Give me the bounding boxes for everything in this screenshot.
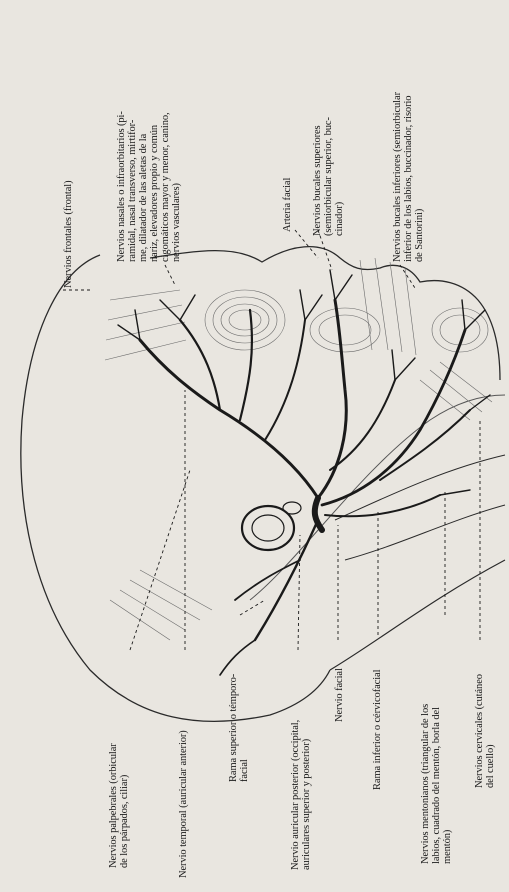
label-line: nariz, elevadores propio y común: [149, 111, 160, 262]
face-profile: [150, 247, 500, 380]
label-line: Rama superior o témporo-: [228, 674, 239, 782]
label-line: Nervios mentonianos (triangular de los: [420, 704, 431, 864]
label-line: de los párpados, ciliar): [119, 743, 130, 868]
label-line: de Santorini): [414, 92, 425, 262]
label-line: inferior de los labios, buccinador, riso…: [403, 92, 414, 262]
label-line: facial: [239, 674, 250, 782]
label-line: Nervios frontales (frontal): [63, 180, 74, 288]
facial-nerve-branches: [118, 270, 490, 675]
label-line: Nervio temporal (auricular anterior): [178, 730, 189, 878]
label-line: me, dilatador de las aletas de la: [138, 111, 149, 262]
label-rama-inferior: Rama inferior o cérvicofacial: [372, 670, 383, 790]
label-line: Nervio auricular posterior (occipital,: [290, 720, 301, 870]
label-line: cinador): [334, 117, 345, 236]
label-line: nervios vasculares): [171, 111, 182, 262]
jaw-line: [250, 395, 505, 600]
neck-line-3: [345, 505, 505, 560]
label-line: labios, cuadrado del mentón, borla del: [431, 704, 442, 864]
label-line: mentón): [442, 704, 453, 864]
label-palpebrales: Nervios palpebrales (orbicular de los pá…: [108, 743, 130, 868]
label-bucales-superiores: Nervios bucales superiores (semiorbicula…: [312, 117, 345, 236]
label-bucales-inferiores: Nervios bucales inferiores (semiorbicula…: [392, 92, 425, 262]
label-arteria-facial: Arteria facial: [282, 178, 293, 232]
label-line: Arteria facial: [282, 178, 293, 232]
label-nervios-frontales: Nervios frontales (frontal): [63, 180, 74, 288]
neck-line-1: [330, 560, 505, 670]
label-nervios-nasales: Nervios nasales o infraorbitarios (pi- r…: [116, 111, 182, 262]
label-line: Nervios bucales inferiores (semiorbicula…: [392, 92, 403, 262]
label-temporal: Nervio temporal (auricular anterior): [178, 730, 189, 878]
ear: [242, 502, 301, 550]
label-line: del cuello): [485, 674, 496, 788]
label-line: Rama inferior o cérvicofacial: [372, 670, 383, 790]
label-line: auriculares superior y posterior): [301, 720, 312, 870]
label-rama-superior: Rama superior o témporo- facial: [228, 674, 250, 782]
muscle-hatching: [105, 258, 492, 640]
label-line: Nervios nasales o infraorbitarios (pi-: [116, 111, 127, 262]
label-line: Nervios palpebrales (orbicular: [108, 743, 119, 868]
label-line: Nervio facial: [334, 668, 345, 722]
label-line: (semiorbicular superior, buc-: [323, 117, 334, 236]
label-nervio-facial: Nervio facial: [334, 668, 345, 722]
head-outline: [21, 255, 330, 721]
label-auricular-posterior: Nervio auricular posterior (occipital, a…: [290, 720, 312, 870]
label-line: ramidal, nasal transverso, mirtifor-: [127, 111, 138, 262]
label-cervicales: Nervios cervicales (cutáneo del cuello): [474, 674, 496, 788]
label-mentonianos: Nervios mentonianos (triangular de los l…: [420, 704, 453, 864]
label-line: cigomáticos mayor y menor, canino,: [160, 111, 171, 262]
label-line: Nervios bucales superiores: [312, 117, 323, 236]
leader-lines: [63, 230, 480, 650]
label-line: Nervios cervicales (cutáneo: [474, 674, 485, 788]
